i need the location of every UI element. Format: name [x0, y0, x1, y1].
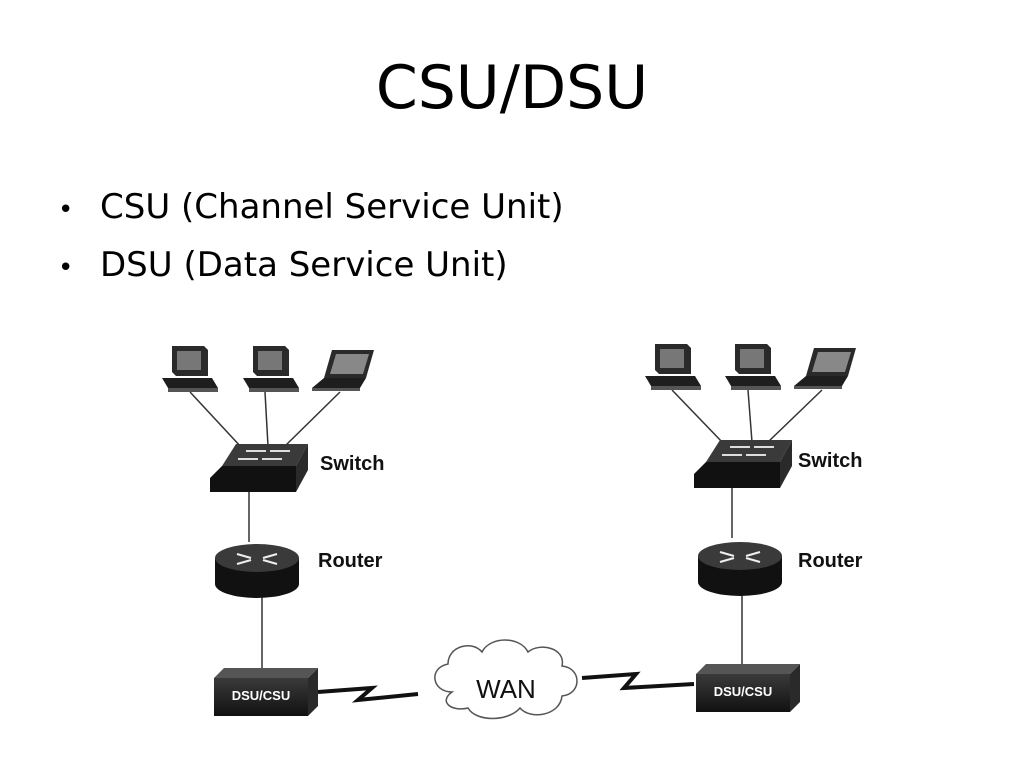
router-label: Router — [798, 550, 863, 572]
link-line — [189, 391, 243, 449]
bullet-dot-icon: • — [58, 195, 74, 225]
switch-icon — [694, 440, 792, 488]
laptop-icon — [794, 348, 856, 389]
bullet-item: • CSU (Channel Service Unit) — [58, 190, 564, 224]
wan-label: WAN — [476, 674, 536, 704]
dsu-csu-icon — [696, 664, 800, 712]
dsu-csu-label: DSU/CSU — [232, 688, 291, 703]
desktop-computer-icon — [162, 346, 218, 392]
desktop-computer-icon — [725, 344, 781, 390]
laptop-icon — [312, 350, 374, 391]
router-label: Router — [318, 550, 383, 572]
link-line — [671, 389, 725, 445]
router-icon — [215, 544, 299, 598]
left-site: Switch Router DSU/CSU — [162, 346, 384, 716]
bullet-dot-icon: • — [58, 253, 74, 283]
link-line — [767, 389, 823, 443]
switch-label: Switch — [320, 453, 384, 475]
right-site: Switch Router DSU/CSU — [645, 344, 863, 712]
bullet-text: DSU (Data Service Unit) — [100, 245, 508, 285]
slide-title: CSU/DSU — [375, 53, 649, 123]
cloud-icon — [434, 639, 578, 720]
desktop-computer-icon — [645, 344, 701, 390]
link-line — [264, 391, 269, 447]
wan-link-right — [581, 671, 695, 691]
bullet-item: • DSU (Data Service Unit) — [58, 248, 564, 282]
dsu-csu-icon — [214, 668, 318, 716]
dsu-csu-label: DSU/CSU — [714, 684, 773, 699]
switch-icon — [210, 444, 308, 492]
link-line — [284, 391, 341, 447]
bullet-list: • CSU (Channel Service Unit) • DSU (Data… — [58, 190, 564, 306]
desktop-computer-icon — [243, 346, 299, 392]
link-line — [747, 389, 753, 443]
router-icon — [698, 542, 782, 596]
switch-label: Switch — [798, 450, 862, 472]
bullet-text: CSU (Channel Service Unit) — [100, 187, 564, 227]
wan-link-left — [317, 685, 419, 703]
